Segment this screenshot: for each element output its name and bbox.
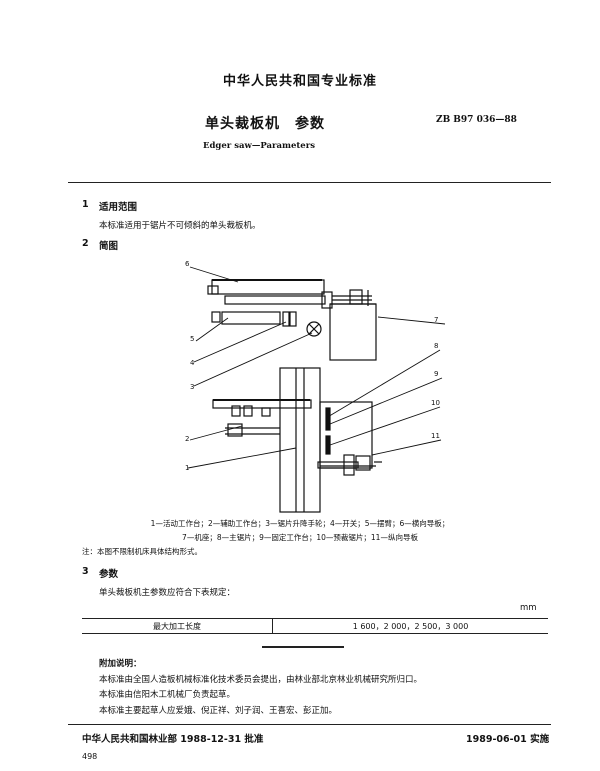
section-1-title: 适用范围 [99,202,138,213]
callout-7: 7 [434,316,438,324]
section-1-text: 本标准适用于锯片不可倾斜的单头裁板机。 [99,221,261,231]
page-number: 498 [82,752,98,761]
additional-heading: 附加说明： [99,659,142,669]
standard-number: ZB B97 036—88 [436,115,517,125]
approval-text: 中华人民共和国林业部 1988-12-31 批准 [82,734,264,745]
param-value: 1 600，2 000，2 500，3 000 [272,618,548,634]
figure-caption-line-1: 1—活动工作台；2—辅助工作台；3—锯片升降手轮；4—开关；5—摆臂；6—横向导… [150,519,450,528]
footer-rule [68,724,551,725]
table-unit: mm [520,603,537,613]
parameter-table: 最大加工长度 1 600，2 000，2 500，3 000 [82,618,548,634]
section-2-number: 2 [82,238,89,249]
param-name: 最大加工长度 [82,618,273,634]
table-row: 最大加工长度 1 600，2 000，2 500，3 000 [82,618,548,634]
english-title: Edger saw—Parameters [203,141,315,151]
additional-line-3: 本标准主要起草人应爱娥、倪正祥、刘子润、王喜宏、彭正加。 [99,706,338,716]
section-1-number: 1 [82,199,89,210]
callout-11: 11 [431,432,440,440]
additional-line-2: 本标准由信阳木工机械厂负责起草。 [99,690,236,700]
section-3-text: 单头裁板机主参数应符合下表规定： [99,588,236,598]
callout-1: 1 [185,464,189,472]
callout-8: 8 [434,342,438,350]
page-title: 单头裁板机 参数 [205,116,325,132]
callout-10: 10 [431,399,440,407]
callout-3: 3 [190,383,194,391]
section-3-number: 3 [82,566,89,577]
title-rule [68,182,551,183]
callout-9: 9 [434,370,438,378]
section-2-title: 简图 [99,241,119,252]
callout-6: 6 [185,260,190,268]
additional-line-1: 本标准由全国人造板机械标准化技术委员会提出，由林业部北京林业机械研究所归口。 [99,675,423,685]
org-title: 中华人民共和国专业标准 [222,74,377,89]
callout-5: 5 [190,335,194,343]
callout-2: 2 [185,435,189,443]
end-rule [262,646,344,648]
effective-date: 1989-06-01 实施 [466,734,550,745]
callout-4: 4 [190,359,195,367]
section-3-title: 参数 [99,569,119,580]
figure-caption-line-2: 7—机座；8—主锯片；9—固定工作台；10—预裁锯片；11—纵向导板 [182,533,418,542]
figure-note: 注：本图不限制机床具体结构形式。 [82,547,202,556]
